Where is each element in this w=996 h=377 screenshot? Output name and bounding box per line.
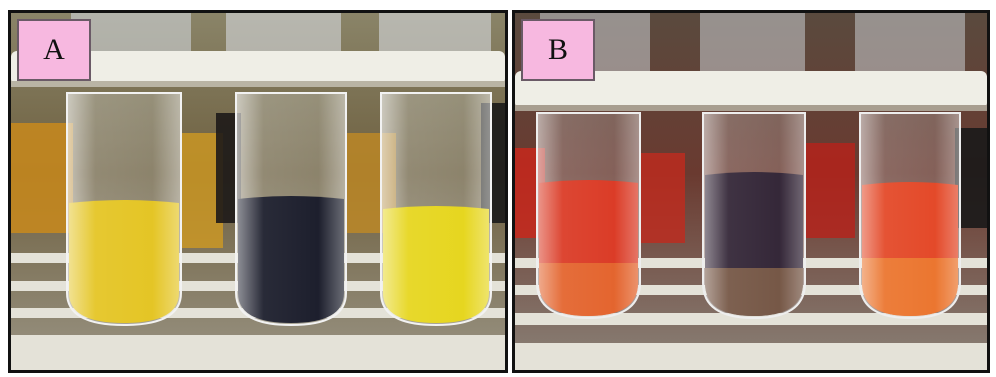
- tube-top: [226, 13, 341, 53]
- tube-top: [379, 13, 491, 53]
- test-tube: [859, 112, 961, 320]
- test-tube-photo-b: [515, 13, 987, 370]
- rack-bar-shadow: [11, 81, 505, 87]
- test-tube: [235, 92, 347, 327]
- panel-label-a: A: [17, 19, 91, 81]
- rack-bar-top: [11, 51, 505, 85]
- photo-panel-a: A: [8, 10, 508, 373]
- background-tube: [640, 153, 685, 243]
- test-tube: [536, 112, 641, 320]
- rack-bar-top: [515, 71, 987, 109]
- test-tube-photo-a: [11, 13, 505, 370]
- tube-top: [700, 13, 805, 73]
- rack-bar-shadow: [515, 105, 987, 111]
- tube-top: [855, 13, 965, 73]
- test-tube: [66, 92, 182, 327]
- tube-top: [71, 13, 191, 53]
- background-tube: [11, 123, 73, 233]
- photo-panel-b: B: [512, 10, 990, 373]
- background-tube: [805, 143, 855, 238]
- test-tube: [380, 92, 492, 327]
- panel-label-b: B: [521, 19, 595, 81]
- test-tube: [702, 112, 806, 320]
